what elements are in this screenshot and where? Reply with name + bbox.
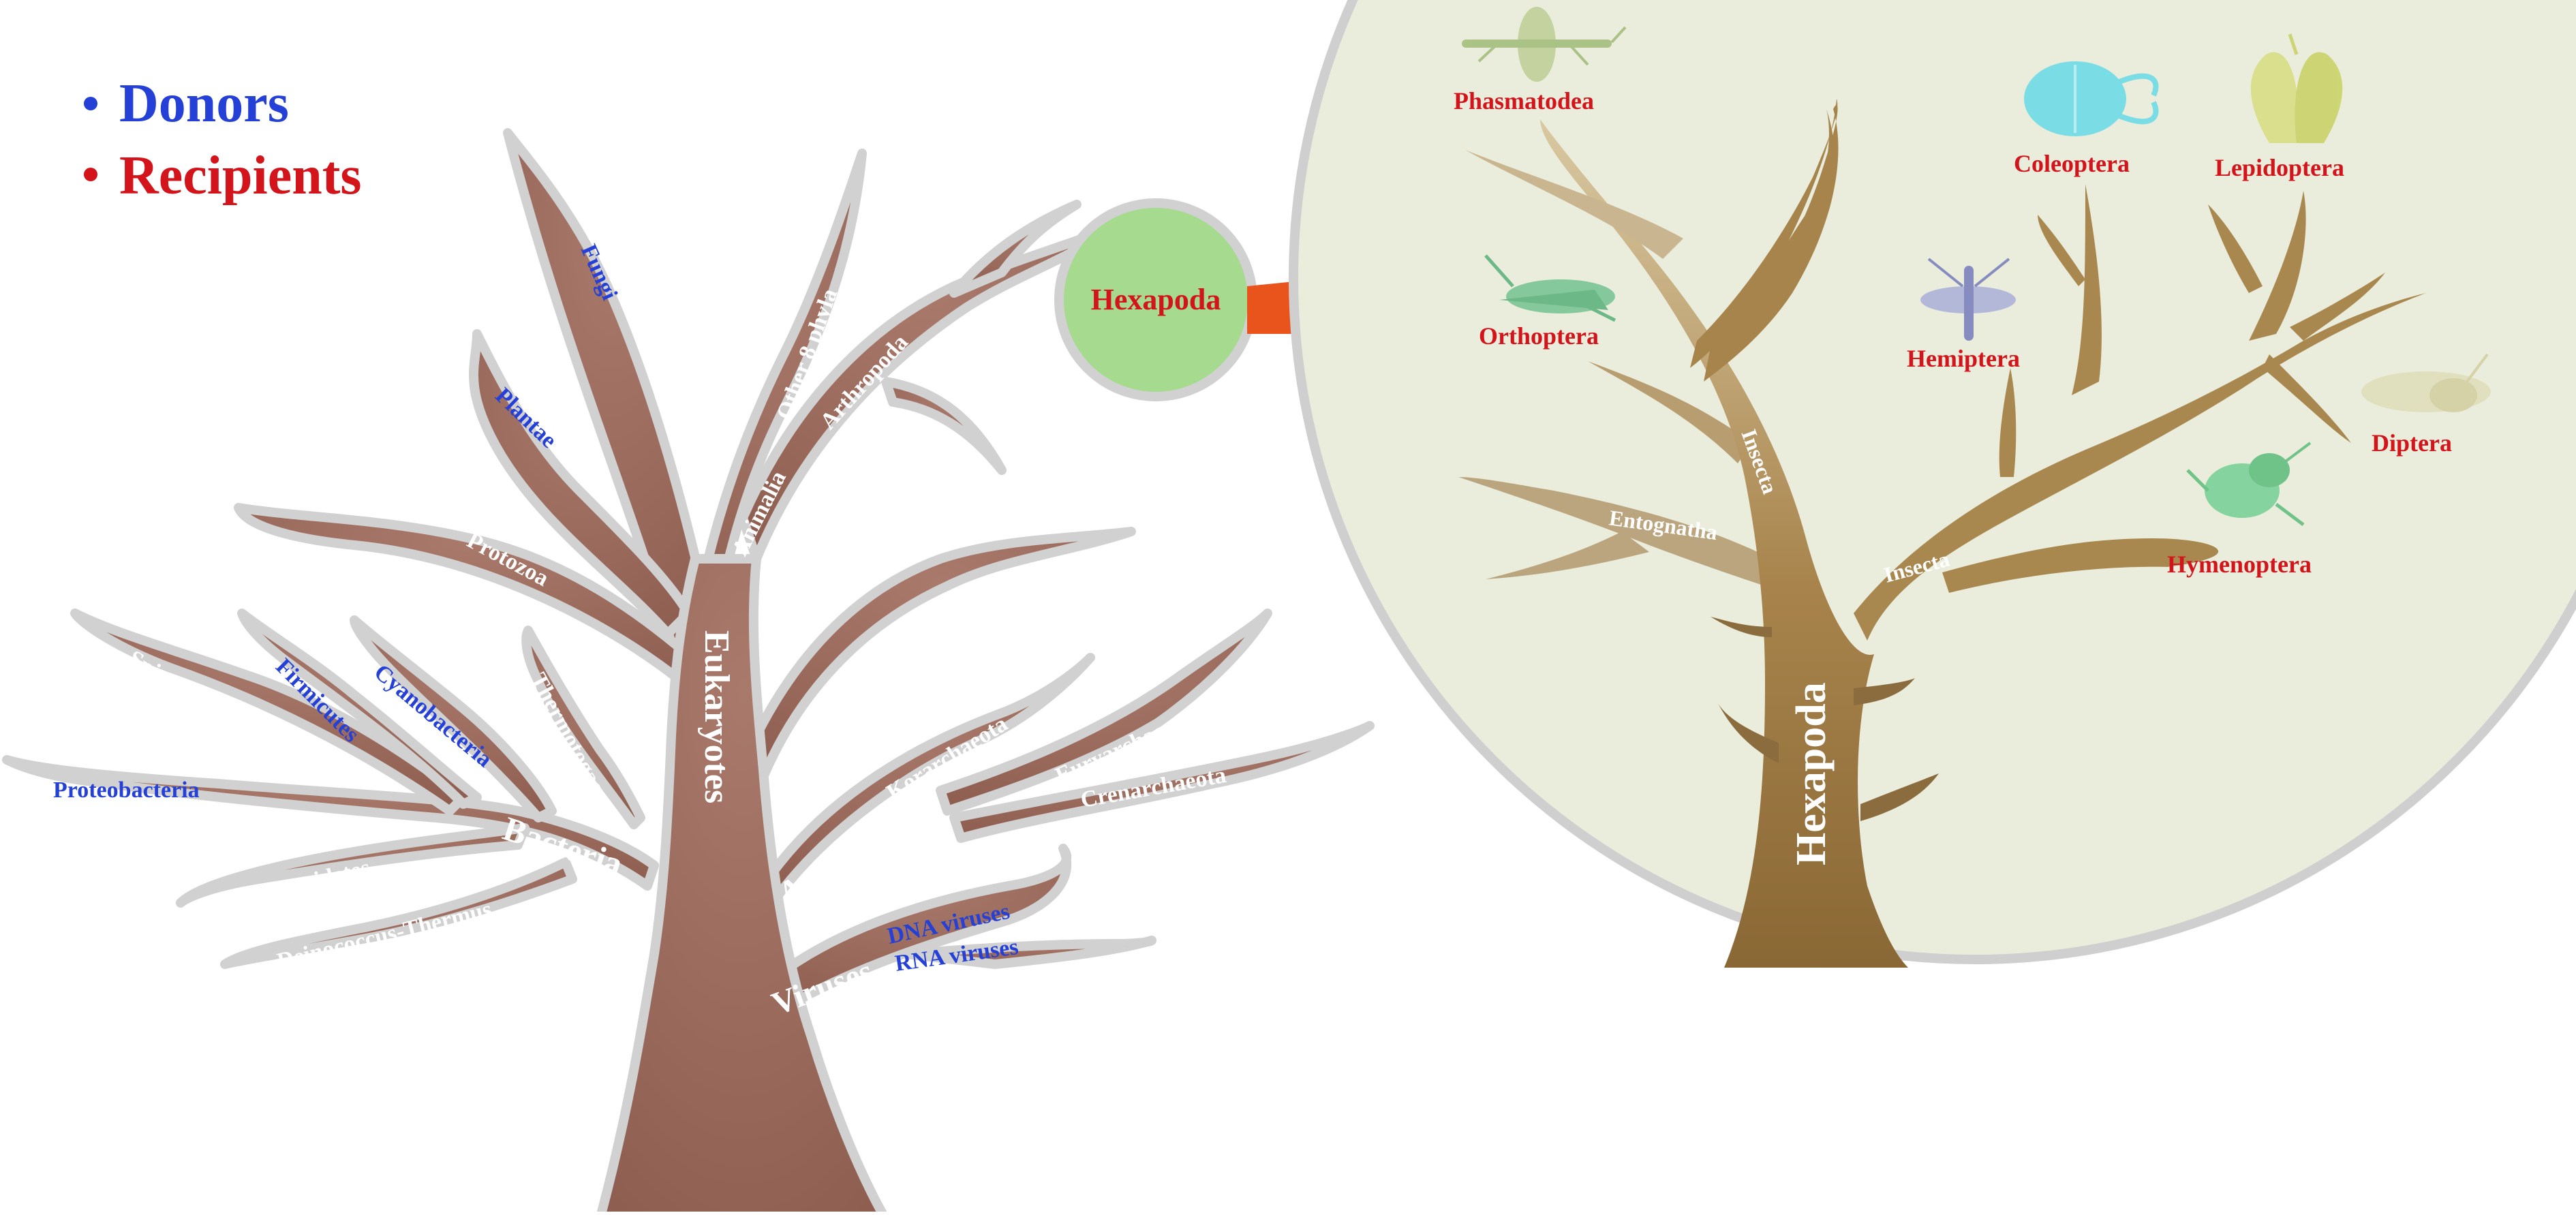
recipient-bullet: [84, 168, 97, 181]
label-coleoptera: Coleoptera: [2014, 150, 2130, 177]
branch-orthoptera: [1588, 361, 1751, 463]
leaf-left-1: [1711, 617, 1772, 637]
branch-diptera-up: [2290, 273, 2385, 341]
zoom-circle: [1289, 0, 2576, 964]
branch-central-upper2: [1704, 104, 1839, 382]
legend-donors: Donors: [119, 74, 289, 134]
label-proteobacteria: Proteobacteria: [53, 778, 200, 803]
legend: Donors Recipients: [84, 74, 362, 206]
branch-hymenoptera: [1942, 538, 2219, 593]
hexapoda-node: Hexapoda: [1054, 198, 1257, 401]
coleoptera-icon: [2024, 61, 2159, 136]
branch-hemiptera: [1999, 368, 2017, 477]
branch-diptera: [2263, 354, 2351, 443]
label-eukaryotes: Eukaryotes: [697, 630, 736, 803]
label-diptera: Diptera: [2372, 429, 2452, 457]
branch-chromista: [745, 527, 1136, 782]
trunk-hexapoda: [1540, 119, 1908, 968]
diptera-icon: [2361, 353, 2491, 412]
phasmatodea-icon: [1462, 7, 1627, 82]
branch-bacteroidetes: [176, 823, 530, 908]
branch-arthropoda-top: [949, 200, 1082, 298]
branch-coleoptera: [2072, 184, 2102, 395]
branch-entognatha: [1458, 477, 1772, 586]
insect-icons: [1462, 7, 2491, 526]
branch-plantae: [469, 329, 693, 639]
tree-of-life: [2, 128, 1375, 1215]
branch-lepidoptera-left: [2208, 204, 2263, 293]
branch-rna-viruses: [902, 936, 1156, 969]
trunk-eukaryotes: [596, 554, 889, 1215]
label-hexapoda-trunk: Hexapoda: [1788, 682, 1835, 865]
branch-korarchaeota: [758, 653, 1095, 911]
lepidoptera-icon: [2250, 33, 2343, 144]
leaf-right-2: [1860, 773, 1939, 821]
label-hymenoptera: Hymenoptera: [2167, 551, 2312, 578]
label-thermotogae: Thermotogae: [525, 668, 610, 797]
order-labels: Phasmatodea Orthoptera Coleoptera Lepido…: [1454, 87, 2452, 578]
leaf-left-2: [1717, 702, 1779, 763]
branch-central-upper: [1690, 99, 1838, 368]
branch-coleoptera-left: [2038, 215, 2085, 286]
branch-crenarchaeota: [949, 721, 1375, 843]
branch-protozoa: [234, 503, 700, 686]
legend-recipients: Recipients: [119, 146, 362, 206]
branch-euryarchaeota: [936, 609, 1272, 816]
label-orthoptera: Orthoptera: [1479, 322, 1599, 350]
branch-arthropoda-fork: [881, 377, 1007, 475]
branch-left-top: [1465, 150, 1683, 259]
donor-bullet: [84, 97, 97, 110]
hexapoda-node-label: Hexapoda: [1091, 283, 1221, 316]
label-phasmatodea: Phasmatodea: [1454, 87, 1594, 114]
hemiptera-icon: [1920, 258, 2016, 341]
branch-thermotogae: [521, 626, 645, 829]
label-hemiptera: Hemiptera: [1907, 345, 2020, 372]
branch-spirochaetes: [70, 609, 468, 816]
hexapoda-tree: [1458, 99, 2426, 968]
branch-cyanobacteria: [350, 615, 557, 822]
leaf-right-1: [1854, 678, 1915, 705]
hymenoptera-icon: [2186, 442, 2312, 526]
branch-deinococcus: [220, 857, 577, 969]
branch-fungi: [503, 128, 720, 659]
orthoptera-icon: [1484, 254, 1616, 322]
branch-lepidoptera: [2249, 191, 2306, 341]
label-lepidoptera: Lepidoptera: [2215, 154, 2344, 181]
branch-entognatha-low: [1486, 532, 1649, 579]
branch-firmicutes: [237, 609, 482, 809]
branch-bacteria: [2, 755, 659, 891]
branch-animalia: [684, 149, 867, 673]
